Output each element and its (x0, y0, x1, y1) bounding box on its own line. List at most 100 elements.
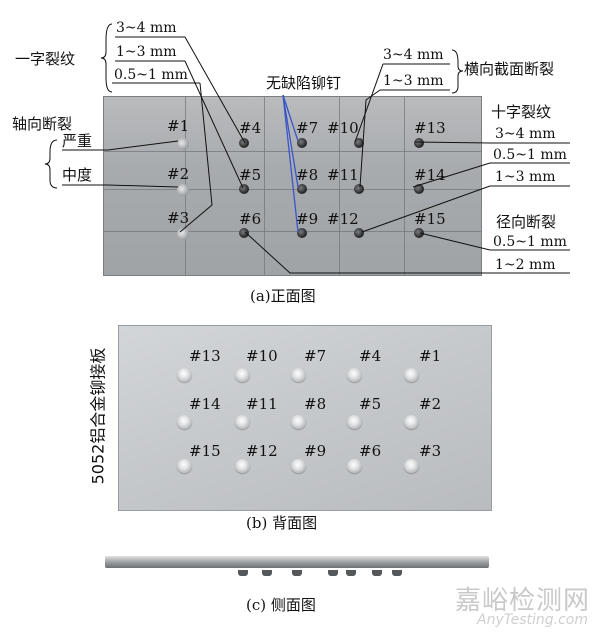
rivet-label: #4 (359, 347, 382, 365)
rivet-hole (297, 228, 307, 238)
axial-fracture-label: 轴向断裂 (12, 115, 73, 133)
rivet-tail (292, 570, 302, 576)
rivet-label: #10 (327, 119, 359, 137)
grid-line (404, 97, 405, 275)
size-label: 3~4 mm (495, 126, 556, 142)
rivet-label: #13 (189, 347, 221, 365)
rivet-hole (239, 228, 249, 238)
watermark-cn: 嘉峪检测网 (454, 586, 590, 616)
severe-label: 严重 (62, 132, 93, 150)
linear-crack-label: 一字裂纹 (15, 50, 76, 68)
rivet-head (347, 368, 362, 382)
rivet-hole (177, 138, 189, 150)
rivet-label: #12 (327, 210, 359, 228)
rivet-label: #15 (189, 442, 221, 460)
rivet-hole (414, 138, 424, 148)
watermark-en: AnyTesting.com (477, 612, 588, 628)
rivet-head (235, 415, 250, 429)
rivet-label: #7 (296, 119, 319, 137)
rivet-hole (177, 184, 189, 196)
rivet-tail (262, 570, 272, 576)
rivet-head (291, 368, 306, 382)
size-label: 1~3 mm (383, 73, 444, 89)
leader-line (419, 232, 491, 251)
rivet-label: #10 (246, 347, 278, 365)
rivet-hole (354, 184, 364, 194)
size-label: 3~4 mm (383, 47, 444, 63)
rivet-label: #14 (189, 395, 221, 413)
size-label: 0.5~1 mm (114, 67, 188, 83)
leader-line (414, 141, 491, 144)
bracket (44, 139, 58, 189)
grid-line (104, 189, 481, 190)
size-label: 1~2 mm (495, 257, 556, 273)
bracket (100, 23, 113, 93)
rivet-label: #2 (419, 395, 442, 413)
size-label: 1~3 mm (495, 169, 556, 185)
grid-line (264, 97, 265, 275)
rivet-hole (239, 184, 249, 194)
grid-line (104, 231, 481, 232)
rivet-label: #9 (304, 442, 327, 460)
rivet-hole (354, 138, 364, 148)
rivet-hole (177, 228, 189, 240)
rivet-head (404, 459, 419, 473)
rivet-tail (392, 570, 402, 576)
back-plate: #13 #10 #7 #4 #1 #14 #11 #8 #5 #2 #15 #1… (118, 325, 492, 511)
leader-line (412, 162, 491, 188)
rivet-hole (297, 138, 307, 148)
rivet-label: #1 (419, 347, 442, 365)
rivet-hole (239, 138, 249, 148)
side-plate (105, 556, 489, 568)
rivet-label: #11 (327, 166, 359, 184)
rivet-label: #5 (359, 395, 382, 413)
size-label: 1~3 mm (116, 44, 177, 60)
rivet-label: #8 (296, 166, 319, 184)
leader-line (107, 184, 179, 188)
rivet-head (347, 415, 362, 429)
radial-fracture-label: 径向断裂 (496, 213, 557, 231)
rivet-label: #13 (414, 119, 446, 137)
rivet-label: #3 (167, 209, 190, 227)
rivet-hole (354, 228, 364, 238)
rivet-tail (372, 570, 382, 576)
rivet-head (404, 368, 419, 382)
rivet-tail (238, 570, 248, 576)
rivet-hole (414, 228, 424, 238)
leader-line (107, 140, 179, 151)
rivet-label: #3 (419, 442, 442, 460)
leader-line (184, 36, 246, 144)
rivet-label: #15 (414, 210, 446, 228)
rivet-label: #6 (239, 210, 262, 228)
leader-line (361, 185, 491, 233)
leader-line (179, 82, 213, 233)
blue-leader (282, 94, 299, 188)
bracket (451, 49, 464, 94)
rivet-label: #5 (239, 166, 262, 184)
rivet-label: #8 (304, 395, 327, 413)
rivet-label: #12 (246, 442, 278, 460)
back-view-caption: (b) 背面图 (246, 514, 318, 532)
rivet-tail (346, 570, 356, 576)
rivet-head (177, 415, 192, 429)
blue-leader (282, 94, 299, 142)
leader-line (184, 60, 244, 189)
rivet-head (177, 459, 192, 473)
plate-material-label: 5052铝合金铆接板 (88, 347, 108, 485)
leader-line (244, 231, 490, 274)
rivet-hole (297, 184, 307, 194)
size-label: 0.5~1 mm (493, 147, 567, 163)
side-view-caption: (c) 侧面图 (246, 596, 316, 614)
rivet-head (291, 459, 306, 473)
rivet-label: #1 (167, 117, 190, 135)
leader-line (354, 63, 384, 143)
rivet-head (404, 415, 419, 429)
size-label: 3~4 mm (116, 20, 177, 36)
grid-line (339, 97, 340, 275)
rivet-head (291, 415, 306, 429)
rivet-label: #6 (359, 442, 382, 460)
rivet-label: #2 (167, 165, 190, 183)
transverse-fracture-label: 横向截面断裂 (464, 60, 555, 78)
size-label: 0.5~1 mm (493, 234, 567, 250)
